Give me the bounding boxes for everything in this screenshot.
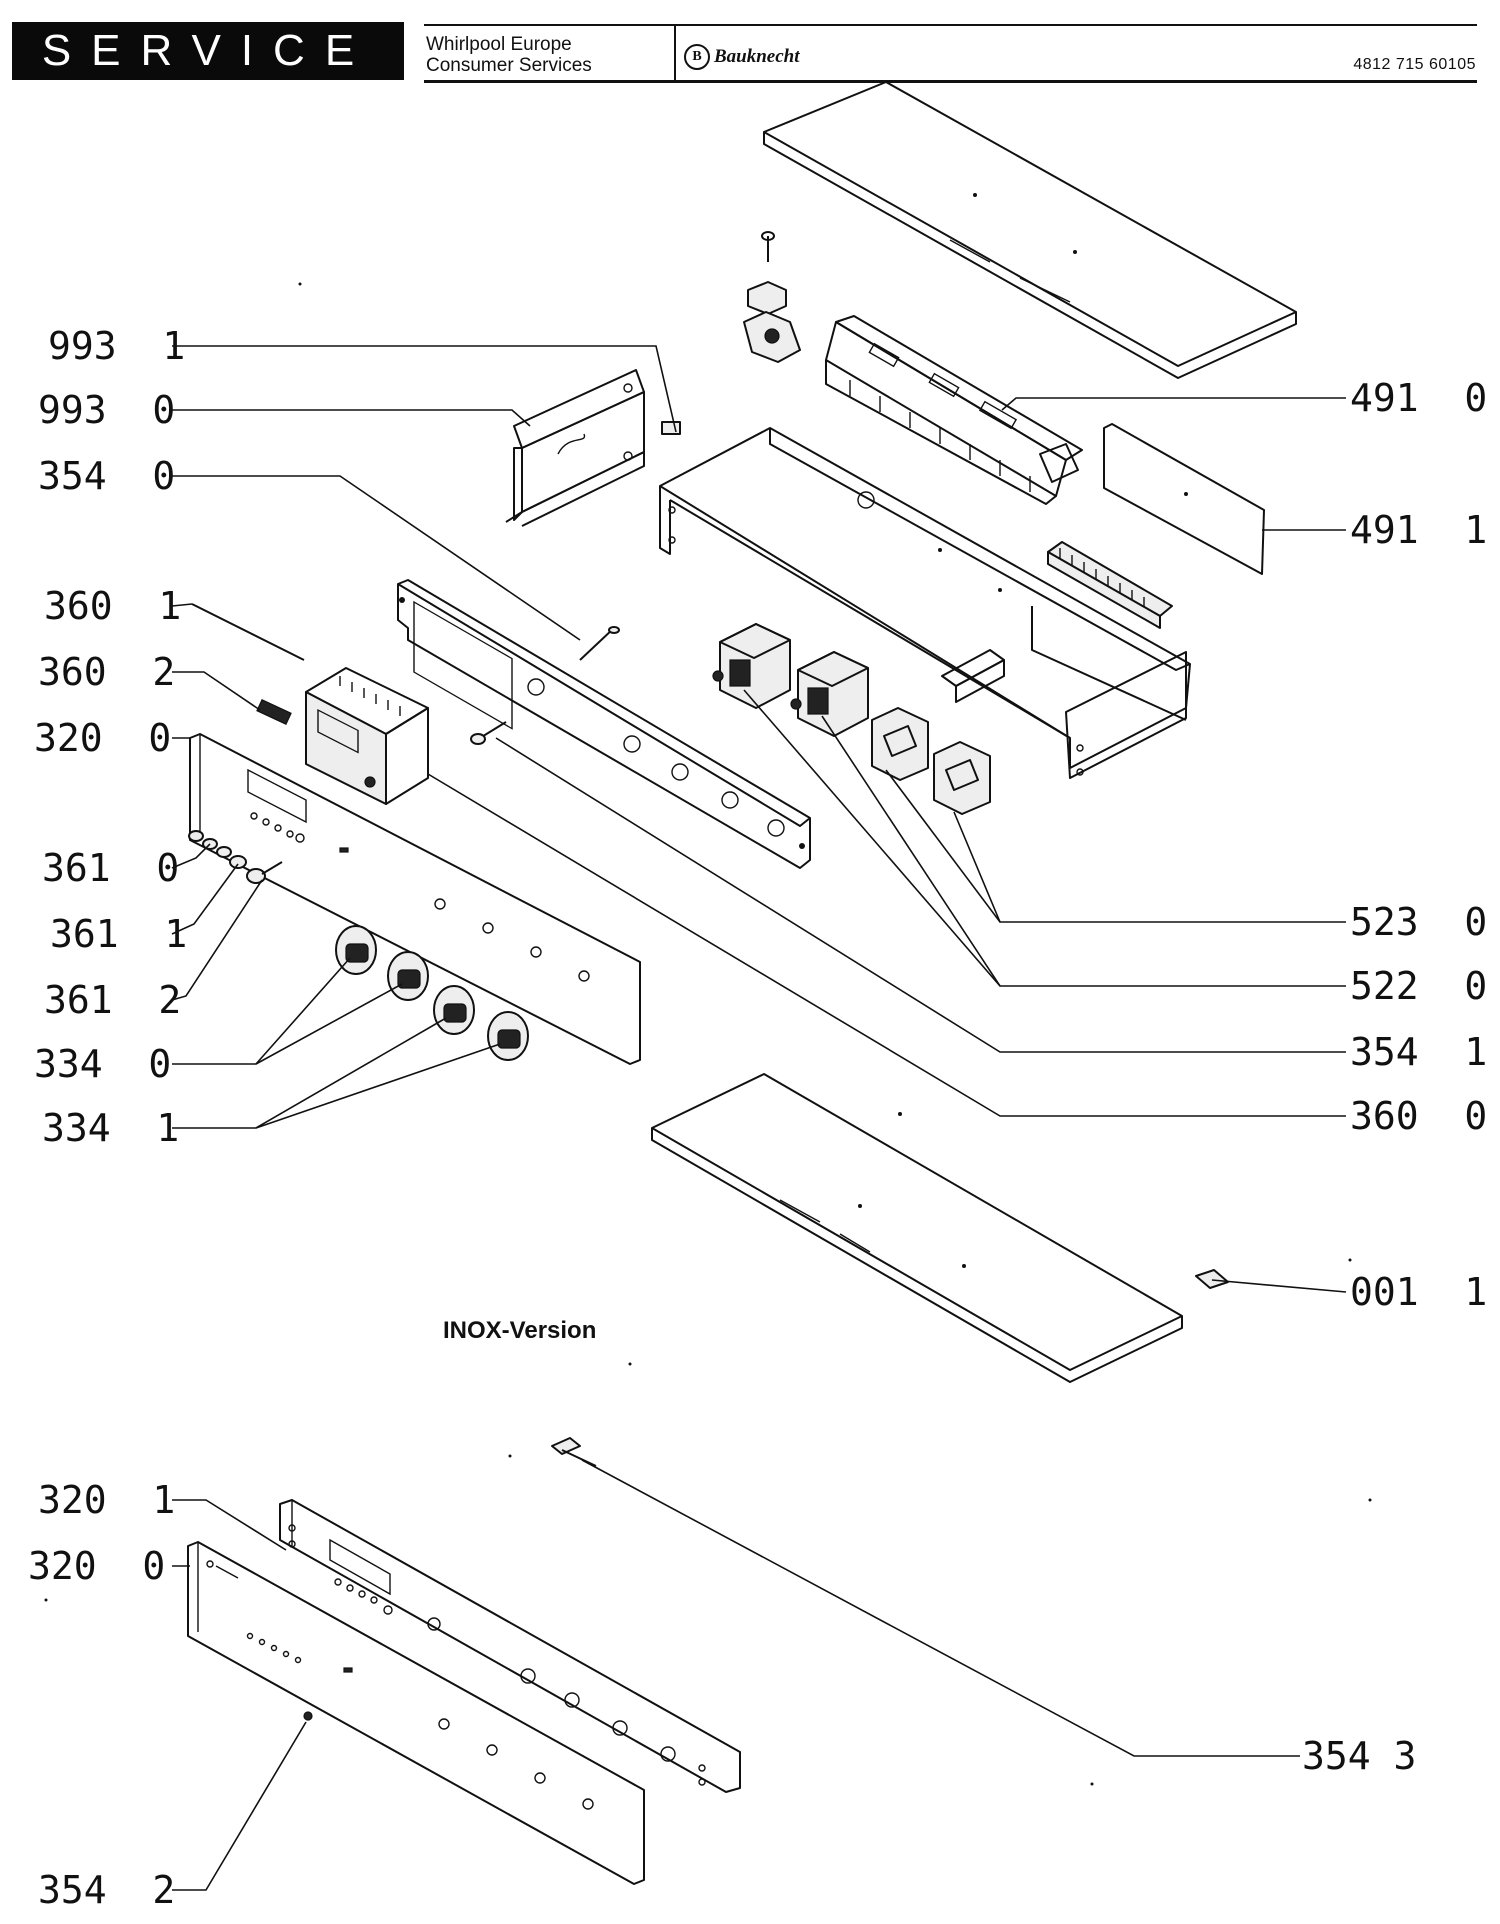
switch-523-b xyxy=(933,741,991,815)
callout-360-0: 360 0 xyxy=(1350,1094,1488,1138)
timer-module-360-0 xyxy=(305,667,429,805)
scan-specks xyxy=(44,282,1372,1786)
knob-4 xyxy=(487,1011,529,1061)
callout-001-1: 001 1 xyxy=(1350,1270,1488,1314)
callout-334-1: 334 1 xyxy=(42,1106,180,1150)
inox-panel-320-1 xyxy=(279,1499,741,1793)
callout-354-1: 354 1 xyxy=(1350,1030,1488,1074)
mounting-hole-markers xyxy=(623,735,785,837)
callout-522-0: 522 0 xyxy=(1350,964,1488,1008)
push-buttons-361 xyxy=(188,830,283,884)
callout-361-1: 361 1 xyxy=(50,912,188,956)
cover-sheet-491-1 xyxy=(1103,423,1265,575)
control-knobs-334 xyxy=(335,925,529,1061)
small-screw-parts xyxy=(743,231,801,363)
company-line-1: Whirlpool Europe xyxy=(426,34,572,55)
mounting-plate xyxy=(397,579,811,869)
callout-993-0: 993 0 xyxy=(38,388,176,432)
header-divider xyxy=(674,24,676,82)
header-rule-top xyxy=(424,24,1477,26)
inox-panel-320-0 xyxy=(187,1541,645,1885)
control-chassis xyxy=(659,427,1191,779)
terminal-strip xyxy=(1047,541,1173,629)
callout-320-0: 320 0 xyxy=(34,716,172,760)
callout-354-0: 354 0 xyxy=(38,454,176,498)
knob-2 xyxy=(387,951,429,1001)
company-line-2: Consumer Services xyxy=(426,55,592,76)
callout-354-2: 354 2 xyxy=(38,1868,176,1912)
brand-name: Bauknecht xyxy=(714,46,800,67)
callout-361-2: 361 2 xyxy=(44,978,182,1022)
inner-bracket xyxy=(941,649,1005,703)
callout-354-3: 354 3 xyxy=(1302,1734,1417,1778)
inox-pin-354-3 xyxy=(551,1437,597,1467)
callout-320-1: 320 1 xyxy=(38,1478,176,1522)
inox-version-caption: INOX-Version xyxy=(443,1317,597,1344)
switch-block-491-0 xyxy=(825,315,1083,505)
brand-mark-icon: B xyxy=(684,44,710,70)
rotary-switch-522-b xyxy=(790,651,869,737)
callout-523-0: 523 0 xyxy=(1350,900,1488,944)
leader-lines xyxy=(171,345,1347,1891)
service-title-badge: SERVICE xyxy=(12,22,404,80)
document-number: 4812 715 60105 xyxy=(1353,56,1476,73)
service-header: SERVICE Whirlpool Europe Consumer Servic… xyxy=(0,0,1500,100)
callout-993-1: 993 1 xyxy=(48,324,186,368)
callout-491-1: 491 1 xyxy=(1350,508,1488,552)
callout-491-0: 491 0 xyxy=(1350,376,1488,420)
clip-001-1 xyxy=(1195,1269,1229,1289)
callout-360-2: 360 2 xyxy=(38,650,176,694)
knob-3 xyxy=(433,985,475,1035)
callout-360-1: 360 1 xyxy=(44,584,182,628)
rod-360-1 xyxy=(191,603,305,661)
front-panel-320-0 xyxy=(189,733,641,1065)
connector-360-2 xyxy=(256,699,292,725)
pin-354-0 xyxy=(579,626,620,661)
callout-320-0-inox: 320 0 xyxy=(28,1544,166,1588)
bracket-993 xyxy=(505,369,681,527)
bottom-plate xyxy=(651,1073,1183,1383)
callout-361-0: 361 0 xyxy=(42,846,180,890)
rotary-switch-522-a xyxy=(712,623,791,709)
callout-334-0: 334 0 xyxy=(34,1042,172,1086)
brand-logo: B Bauknecht xyxy=(684,44,800,70)
inox-logo-badge-354-2 xyxy=(303,1711,313,1721)
company-name: Whirlpool Europe Consumer Services xyxy=(426,34,592,76)
switch-523-a xyxy=(871,707,929,781)
top-cover-plate xyxy=(763,81,1297,379)
header-rule-bottom xyxy=(424,80,1477,83)
pin-354-1 xyxy=(470,721,507,745)
